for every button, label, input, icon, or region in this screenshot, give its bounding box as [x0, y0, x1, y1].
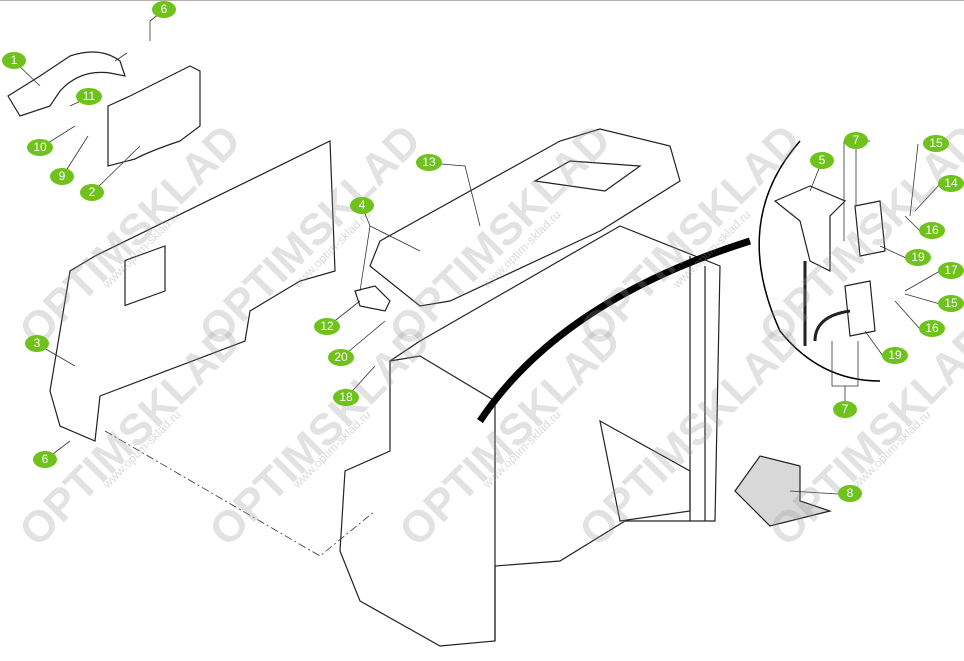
panel-hatch [124, 245, 166, 307]
part-7-switch-lower [844, 280, 876, 337]
callout-9[interactable]: 9 [50, 168, 74, 185]
part-2-clamp [107, 65, 201, 167]
part-7-switch-upper [854, 200, 886, 257]
callout-8[interactable]: 8 [838, 485, 862, 502]
callout-20[interactable]: 20 [328, 349, 354, 366]
leader-lines [13, 9, 941, 557]
detail-view-circle [758, 140, 881, 382]
part-3-side-panel [49, 140, 336, 442]
part-5-bracket [773, 185, 847, 272]
callout-3[interactable]: 3 [25, 335, 49, 352]
callout-16[interactable]: 16 [919, 320, 945, 337]
callout-15[interactable]: 15 [923, 135, 949, 152]
part-8-angle [734, 455, 833, 527]
callout-6[interactable]: 6 [152, 1, 176, 18]
callout-6[interactable]: 6 [33, 451, 57, 468]
part-1-bracket [7, 51, 126, 117]
callout-19[interactable]: 19 [882, 347, 908, 364]
callout-17[interactable]: 17 [938, 262, 964, 279]
main-housing [339, 225, 721, 647]
callout-19[interactable]: 19 [905, 249, 931, 266]
callout-12[interactable]: 12 [314, 318, 340, 335]
callout-13[interactable]: 13 [416, 154, 442, 171]
part-4-bracket [354, 285, 391, 312]
callout-10[interactable]: 10 [27, 139, 53, 156]
callout-15[interactable]: 15 [938, 295, 964, 312]
cable [477, 237, 752, 423]
callout-11[interactable]: 11 [76, 88, 102, 105]
callout-7[interactable]: 7 [833, 401, 857, 418]
callout-5[interactable]: 5 [810, 152, 834, 169]
callout-14[interactable]: 14 [938, 175, 964, 192]
callout-4[interactable]: 4 [350, 197, 374, 214]
callout-1[interactable]: 1 [2, 52, 26, 69]
callout-7[interactable]: 7 [844, 132, 868, 149]
callout-16[interactable]: 16 [919, 222, 945, 239]
callout-2[interactable]: 2 [80, 184, 104, 201]
callout-18[interactable]: 18 [333, 389, 359, 406]
